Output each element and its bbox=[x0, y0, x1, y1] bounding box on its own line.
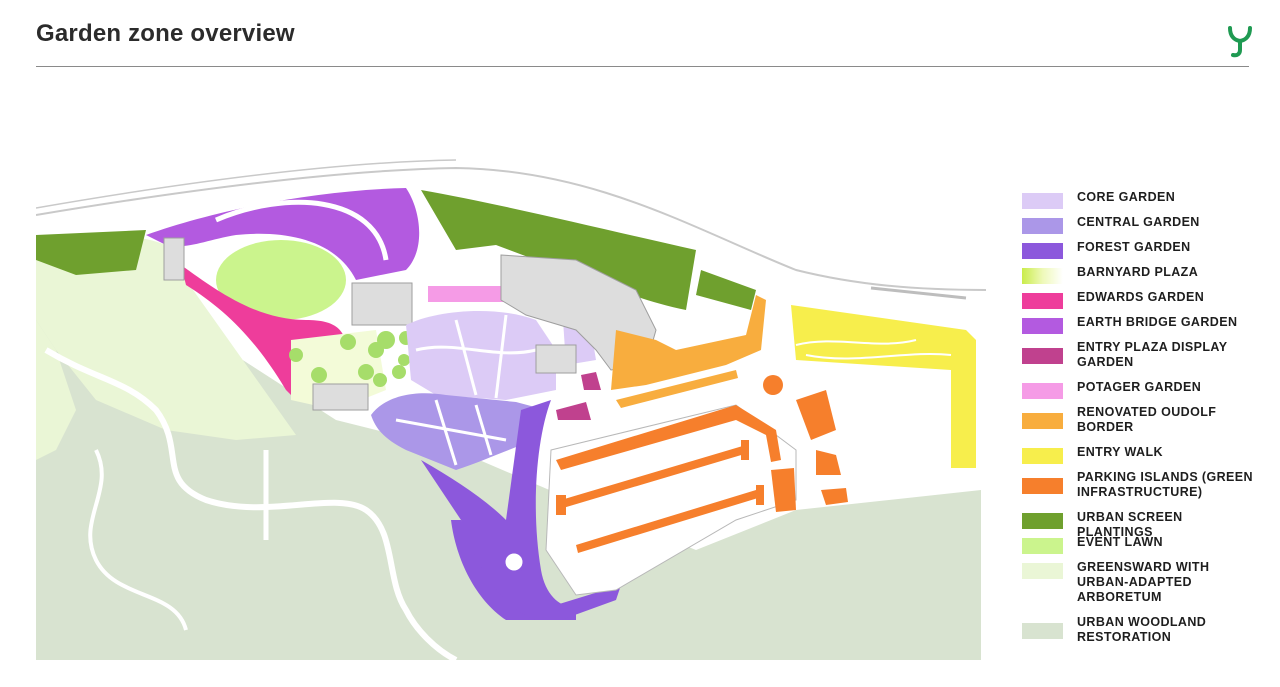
barnyard-trees bbox=[289, 331, 413, 387]
entry-walk bbox=[791, 305, 976, 468]
legend-swatch-core-garden bbox=[1022, 193, 1063, 209]
legend-swatch-central-garden bbox=[1022, 218, 1063, 234]
legend-swatch-earth-bridge-garden bbox=[1022, 318, 1063, 334]
legend-swatch-entry-walk bbox=[1022, 448, 1063, 464]
urban-woodland-zone bbox=[36, 270, 981, 660]
legend-label: CENTRAL GARDEN bbox=[1077, 215, 1200, 229]
parking-islands bbox=[556, 375, 848, 553]
entry-plaza-display-garden-1 bbox=[581, 372, 601, 390]
core-garden bbox=[406, 310, 556, 400]
event-lawn bbox=[216, 240, 346, 320]
urban-screen-planting-north bbox=[421, 190, 696, 310]
renovated-oudolf-border-strip bbox=[616, 370, 738, 408]
north-road-edge bbox=[36, 159, 457, 209]
legend-label: GREENSWARD WITH URBAN-ADAPTED ARBORETUM bbox=[1077, 560, 1210, 604]
greensward-zone-west bbox=[36, 320, 76, 460]
entry-plaza-display-garden-2 bbox=[556, 402, 591, 420]
legend-label: EDWARDS GARDEN bbox=[1077, 290, 1205, 304]
urban-screen-planting-west bbox=[36, 230, 146, 275]
renovated-oudolf-border bbox=[611, 295, 766, 390]
building-west-2 bbox=[351, 282, 413, 326]
legend-label: ENTRY PLAZA DISPLAY GARDEN bbox=[1077, 340, 1228, 369]
legend-swatch-urban-woodland bbox=[1022, 623, 1063, 639]
legend-label: EVENT LAWN bbox=[1077, 535, 1163, 549]
legend-label: BARNYARD PLAZA bbox=[1077, 265, 1199, 279]
legend-swatch-renovated-oudolf-border bbox=[1022, 413, 1063, 429]
y-leaf-logo-icon bbox=[1228, 26, 1252, 58]
legend-label: URBAN SCREEN PLANTINGS bbox=[1077, 510, 1183, 539]
legend-label: EARTH BRIDGE GARDEN bbox=[1077, 315, 1238, 329]
legend-label: URBAN WOODLAND RESTORATION bbox=[1077, 615, 1207, 644]
woodland-path bbox=[44, 347, 458, 660]
urban-screen-planting-east bbox=[696, 270, 756, 310]
legend-swatch-event-lawn bbox=[1022, 538, 1063, 554]
forest-garden bbox=[421, 400, 576, 620]
legend-label: POTAGER GARDEN bbox=[1077, 380, 1202, 394]
legend-swatch-edwards-garden bbox=[1022, 293, 1063, 309]
forest-garden-south bbox=[451, 520, 536, 620]
central-garden-paths bbox=[395, 399, 507, 466]
legend-label: FOREST GARDEN bbox=[1077, 240, 1191, 254]
earth-bridge-path bbox=[215, 199, 389, 261]
legend-swatch-parking-islands bbox=[1022, 478, 1063, 494]
building-central-2 bbox=[535, 344, 577, 374]
legend-swatch-entry-plaza-display-garden bbox=[1022, 348, 1063, 364]
legend-swatch-urban-screen-plantings bbox=[1022, 513, 1063, 529]
legend-swatch-forest-garden bbox=[1022, 243, 1063, 259]
forest-garden-east-strip bbox=[556, 585, 621, 620]
woodland-path-2 bbox=[88, 449, 188, 631]
legend-label: ENTRY WALK bbox=[1077, 445, 1163, 459]
potager-garden bbox=[428, 286, 508, 302]
page-title: Garden zone overview bbox=[36, 20, 295, 47]
building-west-3 bbox=[312, 383, 369, 411]
header-divider bbox=[36, 66, 1249, 67]
legend-label: CORE GARDEN bbox=[1077, 190, 1176, 204]
legend-label: PARKING ISLANDS (GREEN INFRASTRUCTURE) bbox=[1077, 470, 1253, 499]
entry-walk-paths bbox=[795, 339, 952, 360]
legend-swatch-potager-garden bbox=[1022, 383, 1063, 399]
legend-label: RENOVATED OUDOLF BORDER bbox=[1077, 405, 1217, 434]
east-road bbox=[870, 286, 967, 300]
legend-swatch-barnyard-plaza bbox=[1022, 268, 1063, 284]
core-garden-paths bbox=[415, 314, 537, 399]
building-west-1 bbox=[163, 237, 185, 281]
greensward-zone bbox=[36, 233, 296, 440]
legend-swatch-greensward bbox=[1022, 563, 1063, 579]
garden-zone-map[interactable] bbox=[36, 150, 986, 660]
forest-garden-roundabout bbox=[502, 550, 526, 574]
north-road bbox=[36, 166, 986, 291]
